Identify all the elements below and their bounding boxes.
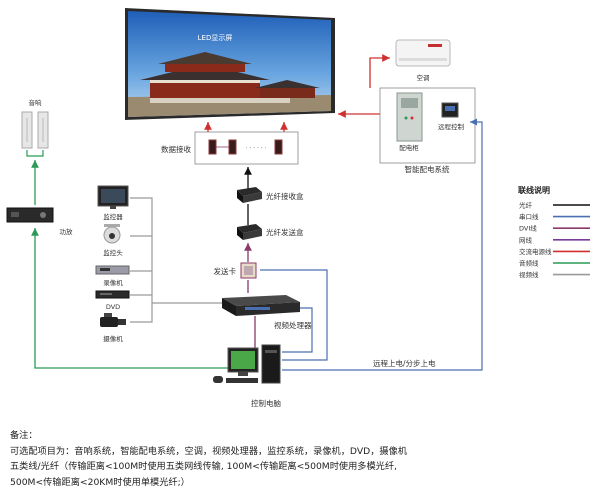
smart-power-system: 配电柜 远程控制 智能配电系统 — [379, 87, 476, 174]
fiber-send-box: 光纤发送盒 — [237, 224, 304, 240]
control-pc-label: 控制电脑 — [251, 398, 281, 408]
legend-label-0: 光纤 — [519, 201, 533, 210]
fiber-send-label: 光纤发送盒 — [266, 227, 304, 237]
receive-dots: · · · · · · — [246, 145, 267, 152]
legend-label-3: 网线 — [519, 235, 533, 244]
led-screen: LED显示屏 — [125, 8, 335, 120]
serial-lines — [260, 118, 483, 371]
dvd-label: DVD — [106, 303, 120, 311]
camcorder-device: 摄像机 — [100, 313, 126, 343]
camera-head-label: 监控头 — [103, 248, 123, 257]
legend-label-5: 音频线 — [519, 259, 539, 268]
legend-label-4: 交流电源线 — [519, 247, 552, 256]
camera-head-device: 监控头 — [103, 224, 123, 257]
control-pc: 控制电脑 — [213, 344, 281, 408]
remote-power-label: 远程上电/分步上电 — [373, 358, 436, 368]
legend-label-1: 串口线 — [519, 212, 539, 221]
camcorder-label: 摄像机 — [103, 334, 123, 343]
monitor-label: 监控器 — [103, 212, 123, 221]
legend-label-6: 视频线 — [519, 270, 539, 279]
recorder-label: 录像机 — [103, 278, 123, 287]
amplifier-unit: 功放 — [6, 207, 74, 236]
data-receive-group: · · · · · · 数据接收 — [161, 131, 299, 165]
smart-power-label: 智能配电系统 — [405, 164, 450, 174]
speaker-label: 音响 — [29, 98, 43, 107]
video-processor-label: 视频处理器 — [274, 320, 312, 330]
audio-lines — [31, 160, 232, 369]
remote-control-label: 远程控制 — [438, 122, 465, 131]
speaker-system: 音响 — [21, 98, 49, 157]
data-receive-label: 数据接收 — [161, 144, 191, 154]
led-screen-label: LED显示屏 — [198, 34, 233, 42]
dvi-lines — [244, 243, 256, 350]
sending-card-label: 发送卡 — [214, 266, 237, 276]
video-lines — [130, 197, 222, 323]
notes-line-2: 五类线/光纤（传输距离<100M时使用五类网线传输, 100M<传输距离<500… — [10, 461, 397, 472]
monitor-device: 监控器 — [97, 185, 129, 221]
recorder-device: 录像机 — [95, 265, 130, 287]
aircon-unit: 空调 — [395, 39, 451, 82]
fiber-receive-box: 光纤接收盒 — [237, 187, 304, 203]
fiber-receive-label: 光纤接收盒 — [266, 191, 304, 201]
notes-heading: 备注： — [10, 430, 38, 441]
notes-line-3: 500M<传输距离<20KM时使用单模光纤;） — [10, 476, 190, 488]
aircon-label: 空调 — [417, 73, 430, 82]
sending-card: 发送卡 — [214, 262, 257, 279]
amplifier-label: 功放 — [60, 227, 74, 236]
palace-image — [140, 52, 320, 103]
notes-section: 备注： 可选配项目为：音响系统，智能配电系统，空调，视频处理器，监控系统，录像机… — [10, 428, 595, 490]
dvd-device: DVD — [95, 290, 130, 311]
ac-power-lines — [204, 54, 390, 132]
legend-title: 联线说明 — [518, 185, 550, 195]
power-cabinet-label: 配电柜 — [399, 143, 419, 152]
notes-line-1: 可选配项目为：音响系统，智能配电系统，空调，视频处理器，监控系统，录像机，DVD… — [10, 445, 407, 457]
legend-label-2: DVI线 — [519, 224, 537, 233]
video-processor: 视频处理器 — [222, 295, 312, 330]
